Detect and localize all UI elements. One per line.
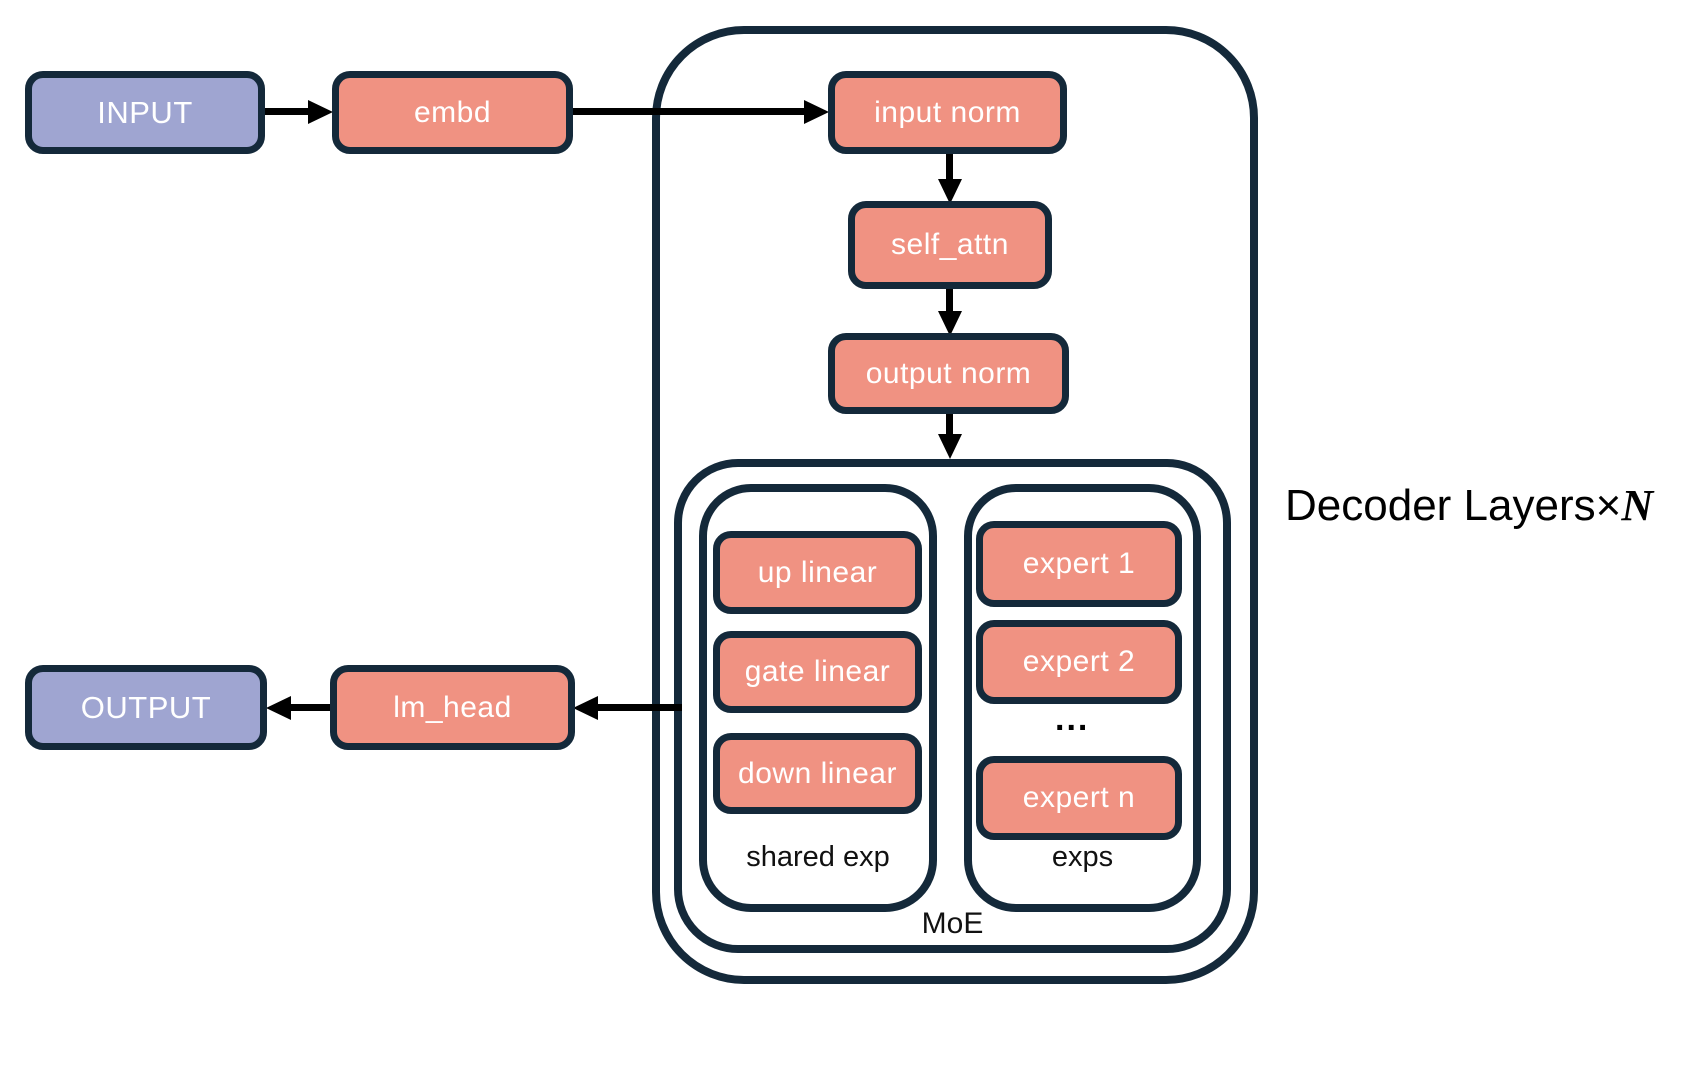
arrow-inputnorm-to-selfattn-head [938, 179, 962, 204]
arrow-moe-to-lmhead-line [596, 704, 682, 711]
shared-exp-container: shared exp [699, 484, 937, 912]
node-gate-linear: gate linear [713, 631, 922, 713]
arrow-input-to-embd-head [308, 100, 333, 124]
shared-exp-label: shared exp [746, 841, 890, 873]
node-expert-2: expert 2 [976, 620, 1182, 704]
node-output-norm: output norm [828, 333, 1069, 414]
exps-label: exps [1051, 841, 1114, 873]
node-expert-n: expert n [976, 756, 1182, 840]
moe-label: MoE [921, 907, 984, 940]
node-up-linear: up linear [713, 531, 922, 614]
node-input: INPUT [25, 71, 265, 154]
arrow-selfattn-to-outputnorm-line [946, 287, 953, 314]
arrow-outputnorm-to-moe-head [938, 434, 962, 459]
experts-ellipsis: ... [1055, 700, 1090, 738]
node-expert-1: expert 1 [976, 521, 1182, 607]
arrow-selfattn-to-outputnorm-head [938, 311, 962, 336]
decoder-layers-container [652, 26, 1258, 984]
arrow-embd-to-inputnorm-head [804, 100, 829, 124]
node-lm-head: lm_head [330, 665, 575, 750]
decoder-layers-caption-times: × [1595, 481, 1622, 530]
arrow-input-to-embd-line [263, 108, 311, 115]
arrow-outputnorm-to-moe-line [946, 412, 953, 437]
arrow-moe-to-lmhead-head [573, 696, 598, 720]
decoder-layers-caption: Decoder Layers×N [1285, 480, 1653, 531]
arrow-embd-to-inputnorm-line [571, 108, 807, 115]
arrow-inputnorm-to-selfattn-line [946, 152, 953, 182]
arrow-lmhead-to-output-head [266, 696, 291, 720]
node-self-attn: self_attn [848, 201, 1052, 289]
node-output: OUTPUT [25, 665, 267, 750]
node-embd: embd [332, 71, 573, 154]
exps-container: exps [964, 484, 1201, 912]
decoder-layers-caption-prefix: Decoder Layers [1285, 481, 1596, 530]
decoder-layers-caption-n: N [1621, 481, 1654, 530]
node-input-norm: input norm [828, 71, 1067, 154]
arrow-lmhead-to-output-line [289, 704, 333, 711]
node-down-linear: down linear [713, 733, 922, 814]
